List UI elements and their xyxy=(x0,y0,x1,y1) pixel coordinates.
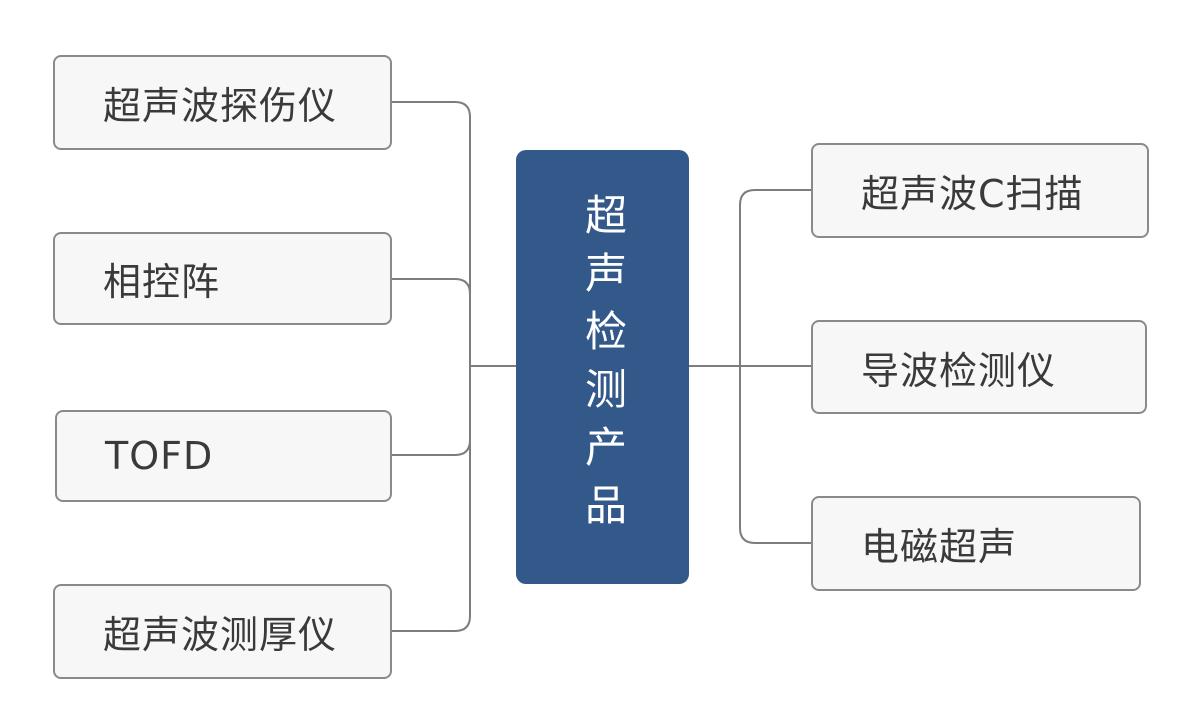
connector-left-1 xyxy=(391,101,471,367)
node-emat: 电磁超声 xyxy=(811,496,1141,591)
center-node-ultrasonic-testing-products: 超声检测产品 xyxy=(516,150,689,584)
node-ultrasonic-thickness-gauge: 超声波测厚仪 xyxy=(53,584,392,679)
node-label: 超声波测厚仪 xyxy=(103,613,338,657)
node-ultrasonic-flaw-detector: 超声波探伤仪 xyxy=(53,55,392,150)
node-label: 超声波C扫描 xyxy=(861,172,1084,216)
connector-left-3 xyxy=(391,365,471,456)
node-guided-wave-detector: 导波检测仪 xyxy=(811,320,1147,414)
connector-right-1 xyxy=(739,189,812,367)
node-ultrasonic-c-scan: 超声波C扫描 xyxy=(811,143,1149,238)
node-phased-array: 相控阵 xyxy=(53,232,392,325)
connector-left-4 xyxy=(391,365,471,632)
center-node-label: 超声检测产品 xyxy=(578,193,628,541)
node-label: TOFD xyxy=(105,434,214,478)
node-label: 相控阵 xyxy=(103,260,221,304)
node-tofd: TOFD xyxy=(55,410,392,502)
connector-left-2 xyxy=(391,278,471,367)
node-label: 超声波探伤仪 xyxy=(103,84,338,128)
node-label: 导波检测仪 xyxy=(861,348,1057,393)
node-label: 电磁超声 xyxy=(861,525,1018,569)
connector-right-3 xyxy=(739,365,812,544)
